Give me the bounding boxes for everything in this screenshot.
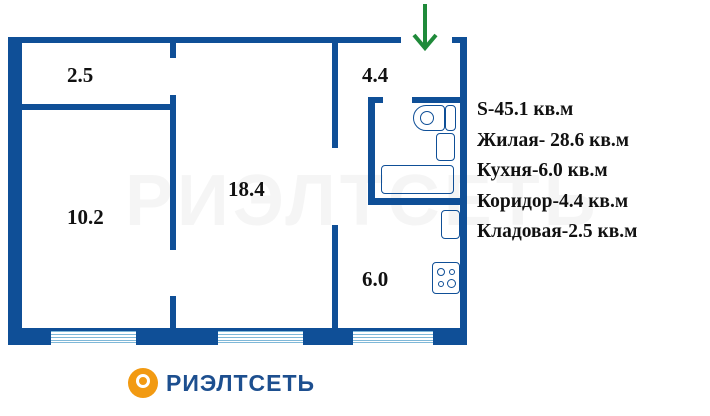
wall-inner (170, 296, 176, 330)
wall-pier (303, 328, 353, 345)
room-area-corridor: 4.4 (362, 63, 389, 87)
wall-inner (170, 43, 176, 58)
summary-corridor: Коридор-4.4 кв.м (477, 190, 629, 212)
wall-pier (8, 328, 51, 345)
wall-inner (22, 104, 176, 110)
logo-icon (128, 368, 158, 398)
sink-icon (436, 133, 455, 161)
wall-top-right (452, 37, 467, 43)
toilet-icon (413, 105, 445, 131)
wall-bath (368, 198, 465, 205)
toilet-tank (445, 105, 456, 131)
wall-bottom (8, 328, 467, 333)
summary-kitchen: Кухня-6.0 кв.м (477, 160, 608, 181)
kitchen-sink-icon (441, 210, 460, 239)
watermark: РИЭЛТСЕТЬ (125, 160, 600, 242)
wall-inner (332, 225, 338, 330)
wall-bath (412, 97, 465, 103)
summary-total: S-45.1 кв.м (477, 99, 574, 120)
room-area-kitchen: 6.0 (362, 267, 389, 291)
wall-bath (368, 97, 375, 205)
toilet-bowl (420, 111, 434, 125)
room-area-bedroom: 10.2 (67, 205, 104, 229)
window (218, 331, 303, 343)
window (353, 331, 433, 343)
burner (449, 269, 455, 275)
window (51, 331, 136, 343)
logo-text: РИЭЛТСЕТЬ (166, 369, 316, 396)
bathtub-icon (381, 165, 454, 194)
logo: РИЭЛТСЕТЬ (128, 368, 315, 398)
wall-bath (368, 97, 383, 103)
stove-icon (432, 262, 460, 294)
summary-storage: Кладовая-2.5 кв.м (477, 221, 638, 242)
wall-left (8, 37, 22, 345)
wall-pier (433, 328, 467, 345)
room-area-living: 18.4 (228, 177, 265, 201)
entrance-arrow-icon (412, 4, 438, 52)
wall-top (8, 37, 401, 43)
burner (438, 281, 444, 287)
area-summary: S-45.1 кв.м Жилая- 28.6 кв.м Кухня-6.0 к… (477, 95, 637, 248)
room-area-storage: 2.5 (67, 63, 94, 87)
wall-inner (170, 95, 176, 250)
summary-living: Жилая- 28.6 кв.м (477, 129, 630, 151)
burner (437, 268, 445, 276)
wall-pier (136, 328, 218, 345)
wall-right (460, 37, 467, 337)
burner (447, 279, 456, 288)
wall-inner (332, 43, 338, 148)
